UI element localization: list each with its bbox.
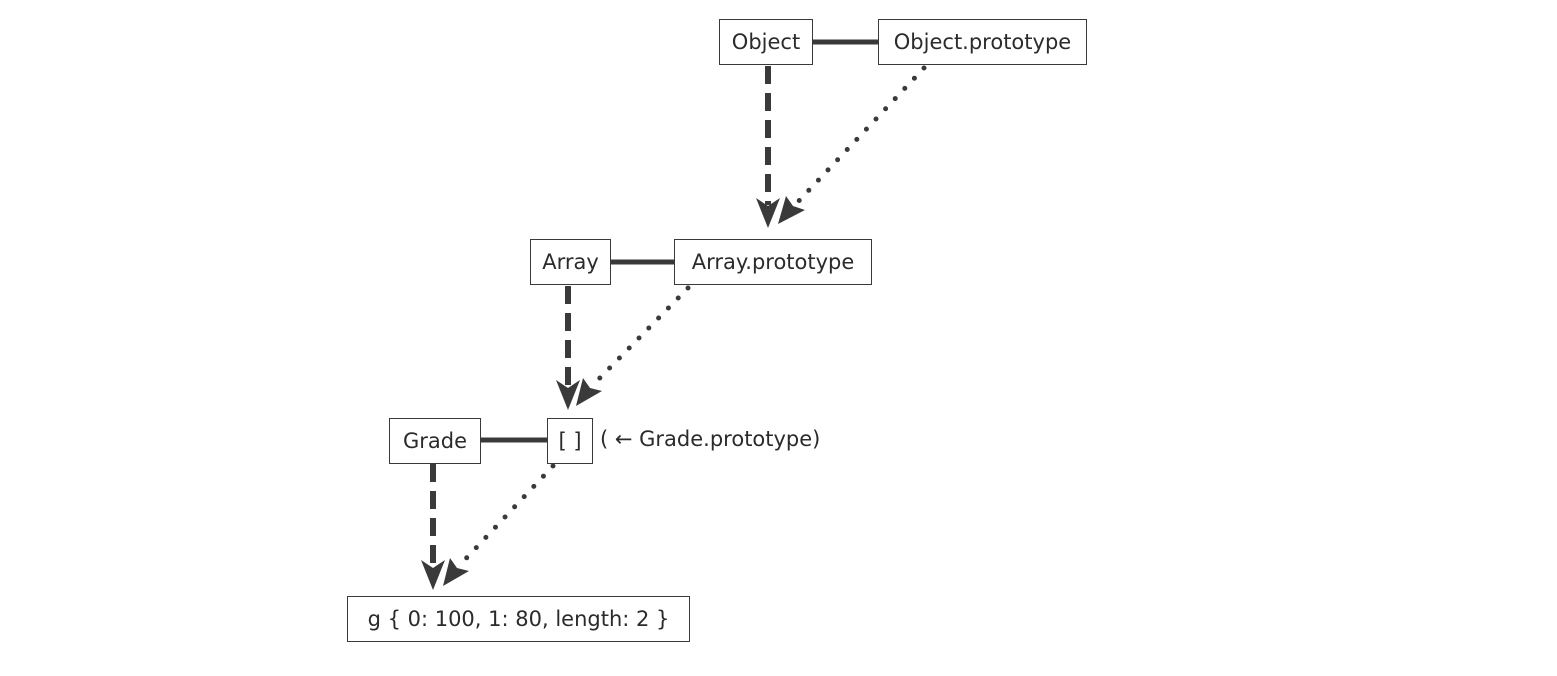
g-instance-node: g { 0: 100, 1: 80, length: 2 } — [347, 596, 690, 642]
grade-prototype-array-node: [ ] — [547, 418, 593, 464]
dotted-arrow-array-prototype-to-object-prototype — [792, 65, 927, 208]
array-node: Array — [530, 239, 611, 285]
array-prototype-node: Array.prototype — [674, 239, 872, 285]
dotted-arrow-g-to-grade-prototype — [456, 463, 556, 569]
arrowhead-array-to-grade-prototype — [556, 380, 580, 410]
grade-node: Grade — [389, 418, 481, 464]
arrowhead-object-to-array-prototype — [756, 198, 780, 228]
arrowhead-g-proto — [443, 558, 469, 586]
arrowhead-array-prototype-proto — [778, 196, 805, 224]
arrowhead-grade-prototype-proto — [576, 378, 602, 406]
object-node: Object — [719, 19, 813, 65]
arrowhead-grade-to-g — [421, 560, 445, 590]
dotted-arrow-grade-prototype-to-array-prototype — [589, 285, 691, 389]
grade-prototype-annotation: ( ← Grade.prototype) — [600, 427, 821, 451]
object-prototype-node: Object.prototype — [878, 19, 1087, 65]
